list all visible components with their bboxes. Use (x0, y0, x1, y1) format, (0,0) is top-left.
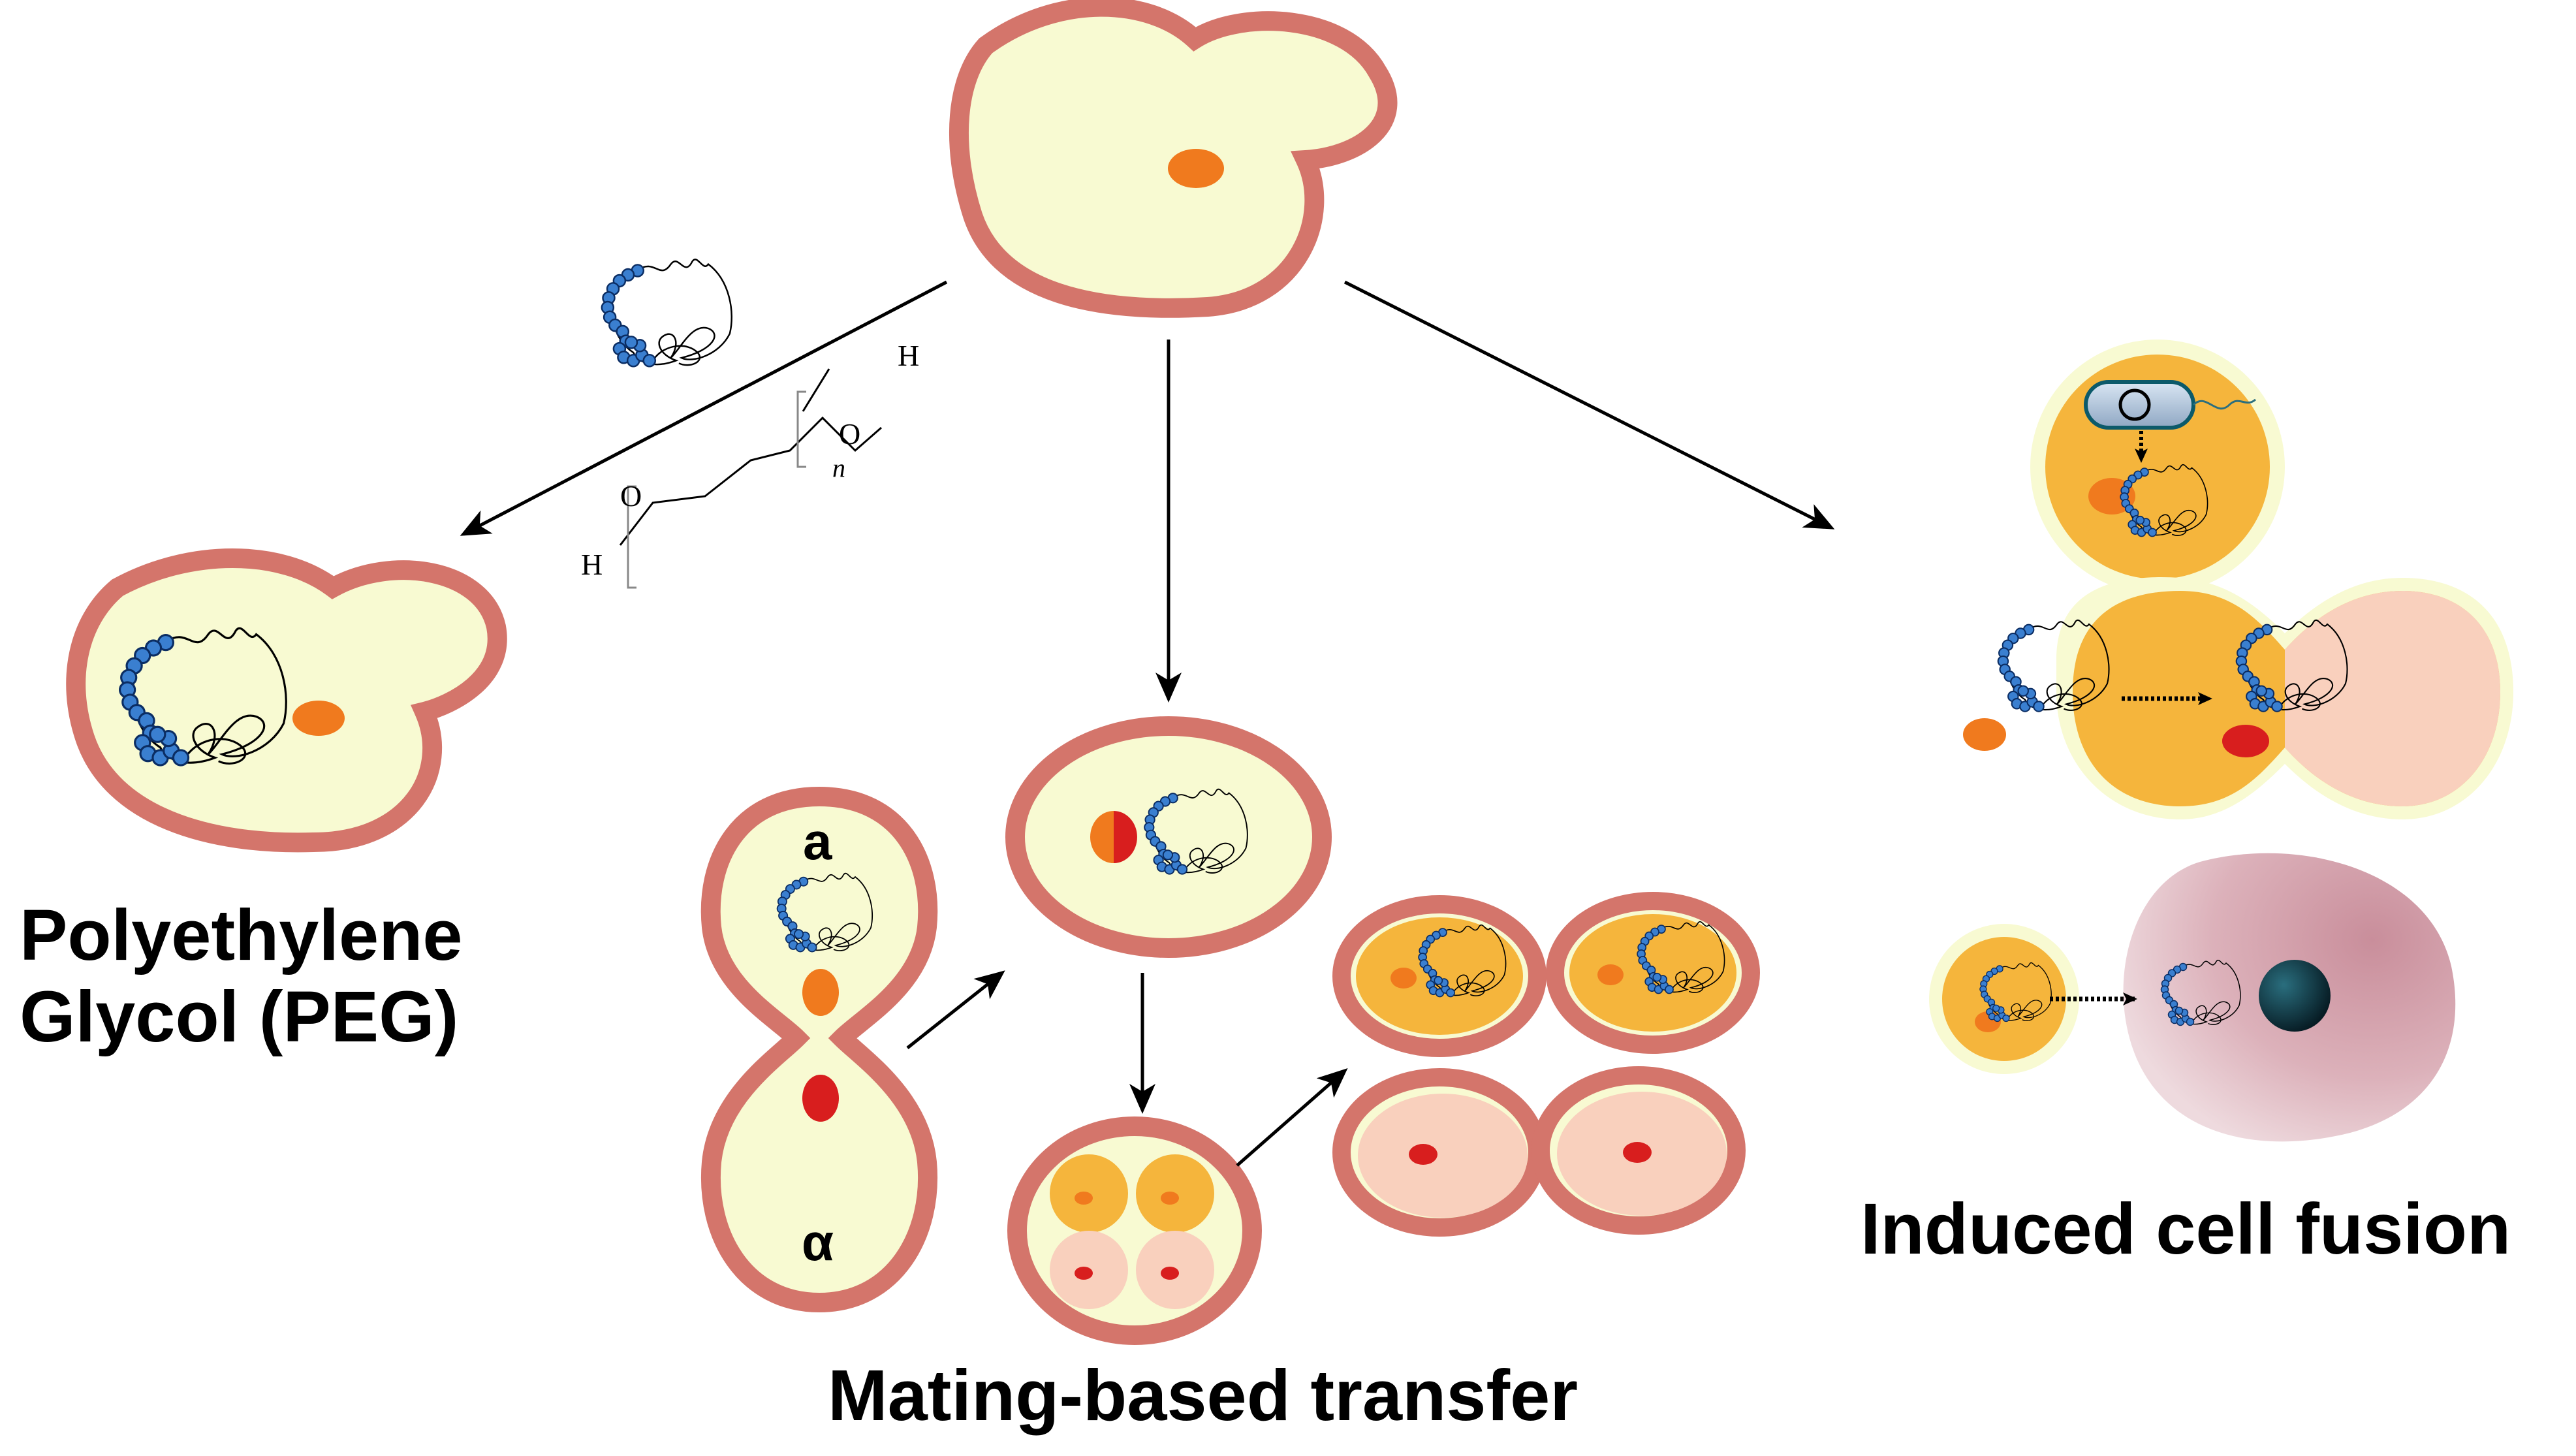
mating-type-alpha: α (802, 1213, 834, 1271)
fusing-protoplasts (1963, 577, 2513, 819)
zygote-cell (1005, 716, 1332, 958)
arrow-to-zygote (906, 970, 1005, 1049)
top-yeast-cell (949, 0, 1398, 318)
arrow-to-peg (460, 280, 948, 536)
arrow-to-fusion (1343, 280, 1835, 530)
mating-type-a: a (803, 812, 832, 870)
dna-plasmid-icon (601, 259, 732, 368)
arrow-to-progeny (1236, 1068, 1348, 1167)
peg-label-line2: Glycol (PEG) (20, 977, 458, 1057)
peg-transformed-cell (66, 548, 507, 853)
peg-h-top: H (898, 339, 919, 372)
peg-h-bottom: H (581, 548, 603, 581)
nucleus (292, 701, 345, 736)
peg-o-left: O (620, 479, 642, 513)
peg-n: n (832, 453, 845, 483)
bacterium (2084, 380, 2195, 430)
nucleus (802, 969, 839, 1016)
nucleus (1168, 149, 1224, 188)
peg-o-right: O (839, 417, 860, 451)
mammalian-nucleus (2259, 960, 2331, 1032)
progeny-cells (1332, 892, 1760, 1237)
fusion-label: Induced cell fusion (1861, 1189, 2511, 1269)
peg-label-line1: Polyethylene (20, 895, 463, 975)
nucleus-red (802, 1075, 839, 1122)
mating-pair: a α (700, 786, 938, 1313)
mating-label: Mating-based transfer (828, 1355, 1578, 1436)
protoplast-bacterium (2030, 340, 2285, 594)
tetrad-ascus (1007, 1116, 1262, 1345)
peg-structure: H O n O H (581, 339, 919, 589)
mammalian-fusion (1929, 853, 2456, 1142)
